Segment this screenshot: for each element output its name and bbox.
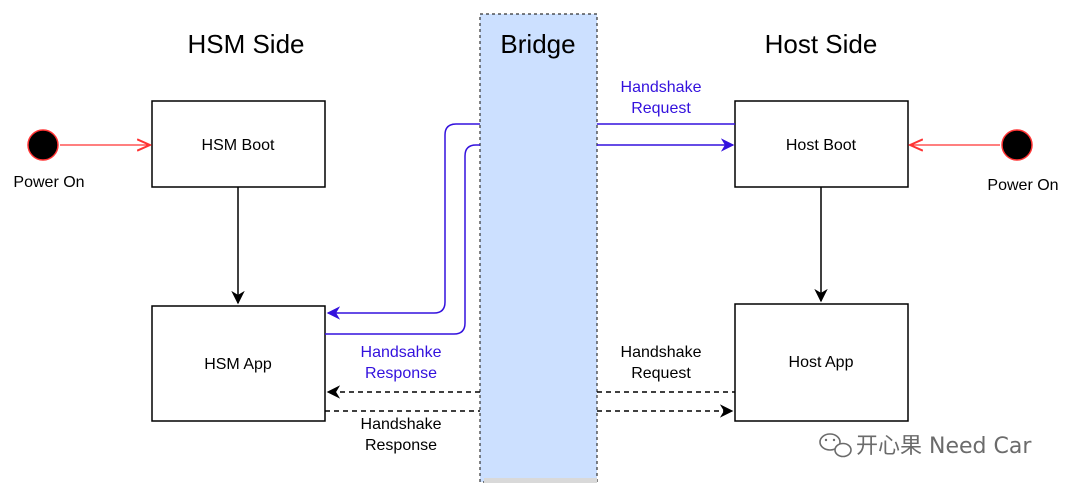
dashed-response-label-line1: Handshake [361, 416, 442, 433]
dashed-response-label-line2: Response [365, 437, 437, 454]
host-boot-label: Host Boot [786, 137, 857, 154]
bridge-column [479, 13, 598, 483]
blue-response-arrow [326, 123, 480, 320]
blue-response-label-line1: Handsahke [361, 344, 442, 361]
blue-response-label-line2: Response [365, 365, 437, 382]
power-on-left-label: Power On [13, 174, 84, 191]
hsm-side-title: HSM Side [187, 29, 304, 59]
host-side-title: Host Side [765, 29, 878, 59]
blue-request-label-line2: Request [631, 100, 691, 117]
dashed-request-label-line1: Handshake [621, 344, 702, 361]
blue-response-line-lower [325, 144, 480, 335]
power-on-right-node [1001, 129, 1033, 161]
blue-request-label-line1: Handshake [621, 79, 702, 96]
host-app-box [734, 303, 909, 422]
dashed-request-label-line2: Request [631, 365, 691, 382]
watermark-text: 开心果 Need Car [856, 434, 1032, 459]
bridge-shadow [484, 478, 597, 483]
bridge-title: Bridge [500, 29, 575, 59]
hsm-app-label: HSM App [204, 356, 272, 373]
hsm-app-box [151, 305, 326, 422]
wechat-icon [819, 433, 852, 458]
hsm-boot-label: HSM Boot [202, 137, 275, 154]
hsm-boot-box [151, 100, 326, 188]
power-on-left-node [27, 129, 59, 161]
host-boot-box [734, 100, 909, 188]
host-app-label: Host App [789, 354, 854, 371]
power-on-right-label: Power On [987, 177, 1058, 194]
